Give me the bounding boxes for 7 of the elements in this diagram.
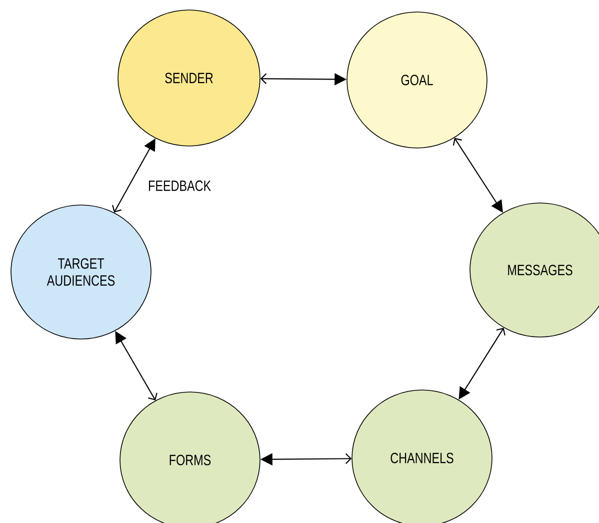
circle-node: CHANNELS [352,390,492,523]
circle-node: GOAL [346,12,488,148]
circle-node: MESSAGES [470,202,599,338]
edge-label: FEEDBACK [147,179,212,192]
circle-node: SENDER [118,10,260,146]
circle-node: TARGET AUDIENCES [10,204,152,340]
circle-node: FORMS [120,392,260,523]
